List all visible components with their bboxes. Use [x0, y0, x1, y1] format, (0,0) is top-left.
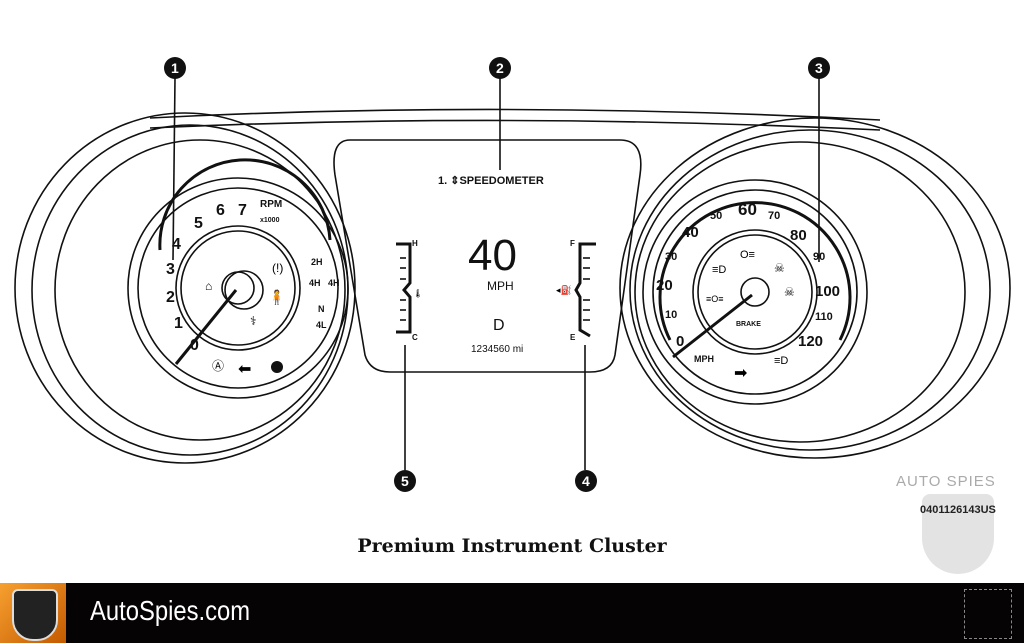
seatbelt-icon: ⚕ [250, 314, 257, 328]
figure-caption: Premium Instrument Cluster [357, 535, 667, 557]
watermark-shield-logo [922, 494, 994, 574]
gear-indicator: D [493, 317, 505, 334]
drive-mode-2h: 2H [311, 257, 323, 267]
speed-label: 20 [656, 277, 673, 294]
fuel-pump-icon: ◂⛽ [556, 284, 572, 295]
check-engine-icon: ⌂ [205, 279, 212, 293]
speed-label: 80 [790, 227, 807, 244]
tach-label: 2 [166, 289, 175, 306]
fuel-full-label: F [570, 239, 575, 248]
stability-off-icon: ☠ [774, 261, 785, 275]
airbag-icon: 🧍 [268, 289, 285, 306]
speed-label: 40 [682, 224, 699, 241]
speed-unit-label: MPH [694, 354, 714, 364]
tachometer: 0 1 2 3 4 5 6 7 RPM x1000 2H 4H 4H N 4L … [127, 158, 349, 399]
turn-left-icon: ⬅ [238, 361, 251, 378]
svg-text:1: 1 [171, 60, 179, 76]
turn-right-icon: ➡ [734, 365, 747, 382]
high-beam-icon: ≡D [774, 355, 788, 367]
speed-label: 120 [798, 333, 823, 350]
rpm-label: RPM [260, 199, 282, 210]
speedometer: 0 10 20 30 40 50 60 70 80 90 100 110 120… [642, 179, 868, 405]
drive-mode-n: N [318, 304, 325, 314]
tach-label: 0 [190, 337, 199, 354]
svg-text:3: 3 [815, 60, 823, 76]
callout-2: 2 [489, 57, 511, 79]
brake-warning-label: BRAKE [736, 321, 761, 328]
tire-pressure-icon: (!) [272, 261, 283, 275]
center-display: 1. ⇕SPEEDOMETER 40 MPH D 1234560 mi H C … [396, 175, 596, 355]
speedometer-needle [672, 293, 753, 359]
watermark-brand: AUTO SPIES [896, 473, 996, 490]
svg-text:4: 4 [582, 473, 590, 489]
headlight-icon: ≡D [712, 264, 726, 276]
drive-mode-4l: 4L [316, 320, 327, 330]
svg-text:2: 2 [496, 60, 504, 76]
tachometer-needle [174, 289, 238, 365]
callout-3: 3 [808, 57, 830, 79]
indicator-dot-icon [271, 361, 283, 373]
tach-label: 1 [174, 315, 183, 332]
site-name-link[interactable]: AutoSpies.com [90, 595, 251, 626]
rpm-multiplier: x1000 [260, 217, 280, 224]
tach-label: 4 [172, 236, 181, 253]
temp-cold-label: C [412, 333, 418, 342]
digital-speed-unit: MPH [487, 279, 514, 293]
speed-label: 0 [676, 333, 684, 350]
digital-speed: 40 [468, 231, 517, 280]
shield-icon [12, 589, 58, 641]
fuel-empty-label: E [570, 333, 576, 342]
speed-label: 100 [815, 283, 840, 300]
tach-label: 5 [194, 215, 203, 232]
speed-label: 70 [768, 210, 780, 222]
drive-mode-4h-part: 4H [328, 278, 340, 288]
tach-label: 3 [166, 261, 175, 278]
cluster-housing [14, 108, 1011, 464]
fog-light-icon: O≡ [740, 249, 755, 261]
speed-label: 10 [665, 309, 677, 321]
speed-label: 60 [738, 200, 757, 219]
callout-4: 4 [575, 470, 597, 492]
callout-5: 5 [394, 470, 416, 492]
temp-hot-label: H [412, 239, 418, 248]
svg-text:5: 5 [401, 473, 409, 489]
callout-1: 1 [164, 57, 186, 79]
stability-icon: ☠ [784, 285, 795, 299]
tach-label: 6 [216, 202, 225, 219]
callouts: 1 2 3 4 5 [164, 57, 830, 492]
auto-stop-icon: Ⓐ [212, 359, 224, 373]
odometer: 1234560 mi [471, 344, 523, 355]
temperature-gauge: H C 🌡 [396, 239, 423, 342]
drive-mode-4h-auto: 4H [309, 278, 321, 288]
speed-label: 30 [665, 251, 677, 263]
speed-label: 110 [815, 311, 833, 323]
parking-light-icon: ≡O≡ [706, 294, 724, 304]
footer-bar: AutoSpies.com [0, 583, 1024, 643]
fuel-gauge: F E ◂⛽ [556, 239, 596, 342]
display-menu-title: 1. ⇕SPEEDOMETER [438, 175, 544, 187]
tach-label: 7 [238, 202, 247, 219]
figure-code: 0401126143US [920, 504, 996, 516]
thumbnail-icon[interactable] [964, 589, 1012, 639]
autospies-logo[interactable] [0, 583, 66, 643]
coolant-icon: 🌡 [413, 289, 423, 298]
speed-label: 50 [710, 210, 722, 222]
